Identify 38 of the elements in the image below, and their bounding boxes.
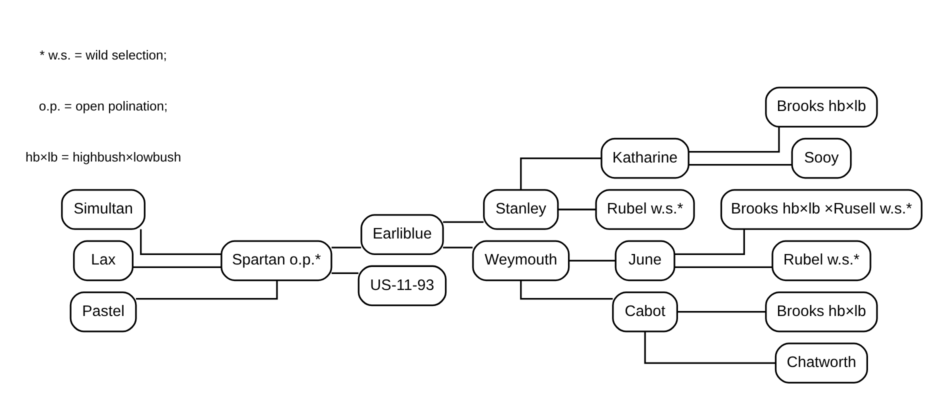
node-box: Cabot [612, 290, 678, 332]
node-box: Spartan o.p.* [220, 240, 332, 281]
node-box: Rubel w.s.* [595, 188, 695, 230]
node-box: Lax [73, 240, 134, 281]
connector [136, 280, 278, 300]
connector [133, 266, 222, 268]
node-box: US-11-93 [358, 264, 447, 306]
connector [332, 272, 358, 274]
label: o.p. = open polination; [38, 98, 168, 114]
node-box: Brooks hb×lb [765, 86, 878, 128]
connector [688, 164, 792, 166]
connector [688, 126, 780, 152]
connector [332, 246, 362, 248]
connector [140, 228, 222, 254]
connector [674, 266, 772, 268]
connector [443, 220, 484, 222]
node-box: Earliblue [360, 214, 444, 254]
connector [520, 280, 613, 300]
node-box: Stanley [483, 188, 559, 230]
node-box: Sooy [791, 137, 852, 178]
node-box: Katharine [600, 137, 690, 178]
connector [644, 331, 776, 364]
connector [568, 259, 616, 261]
connector [558, 208, 596, 210]
node-box: Chatworth [774, 342, 868, 383]
connector [520, 157, 602, 190]
node-box: Rubel w.s.* [772, 240, 872, 281]
node-box: June [614, 240, 676, 281]
connector [443, 246, 473, 248]
node-box: Brooks hb×lb [765, 290, 878, 332]
node-box: Brooks hb×lb ×Rusell w.s.* [720, 188, 922, 230]
node-box: Pastel [70, 290, 137, 332]
node-box: Weymouth [472, 240, 570, 281]
label: * w.s. = wild selection; [40, 46, 167, 62]
connector [677, 310, 766, 312]
label: hb×lb = highbush×lowbush [25, 149, 182, 164]
connector [674, 228, 745, 254]
node-box: Simultan [61, 188, 146, 230]
